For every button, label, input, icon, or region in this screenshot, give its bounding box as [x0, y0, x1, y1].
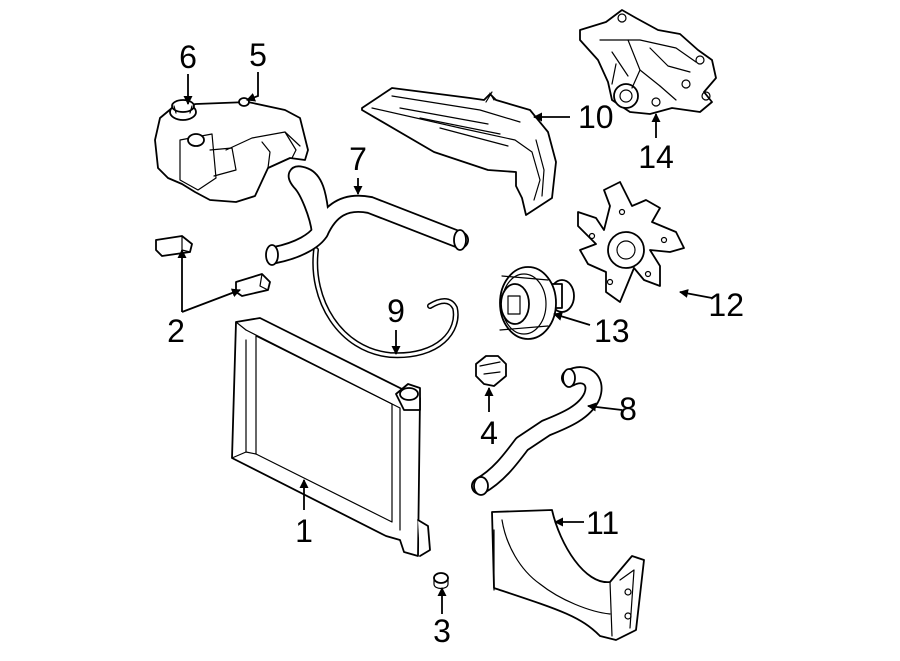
fan-blade [577, 181, 685, 303]
callout-4: 4 [480, 415, 498, 451]
callout-7: 7 [349, 141, 367, 177]
callout-6: 6 [179, 39, 197, 75]
callout-labels: 6 5 7 10 14 12 13 2 9 4 8 1 11 3 [167, 37, 744, 649]
drain-plug [433, 572, 449, 590]
callout-5: 5 [249, 37, 267, 73]
overflow-hose [312, 247, 459, 359]
radiator-seal-upper [155, 235, 193, 257]
lower-radiator-hose [471, 366, 603, 496]
reservoir-cap [169, 99, 197, 121]
fan-clutch [499, 266, 575, 340]
callout-12: 12 [708, 287, 744, 323]
fan-shroud-upper [361, 87, 557, 216]
callout-10: 10 [578, 99, 614, 135]
radiator-cap [475, 355, 507, 387]
callout-14: 14 [638, 139, 674, 175]
callout-3: 3 [433, 613, 451, 649]
callout-2: 2 [167, 313, 185, 349]
callout-1: 1 [295, 513, 313, 549]
mounting-bracket [579, 9, 717, 115]
radiator [231, 317, 431, 557]
callout-8: 8 [619, 391, 637, 427]
callout-13: 13 [594, 313, 630, 349]
callout-11: 11 [586, 505, 619, 541]
fan-shroud-lower [491, 509, 645, 641]
radiator-seal-lower [235, 273, 271, 297]
leader-lines [177, 72, 713, 614]
coolant-reservoir [154, 97, 309, 203]
upper-radiator-hose [265, 165, 469, 266]
callout-9: 9 [387, 293, 405, 329]
